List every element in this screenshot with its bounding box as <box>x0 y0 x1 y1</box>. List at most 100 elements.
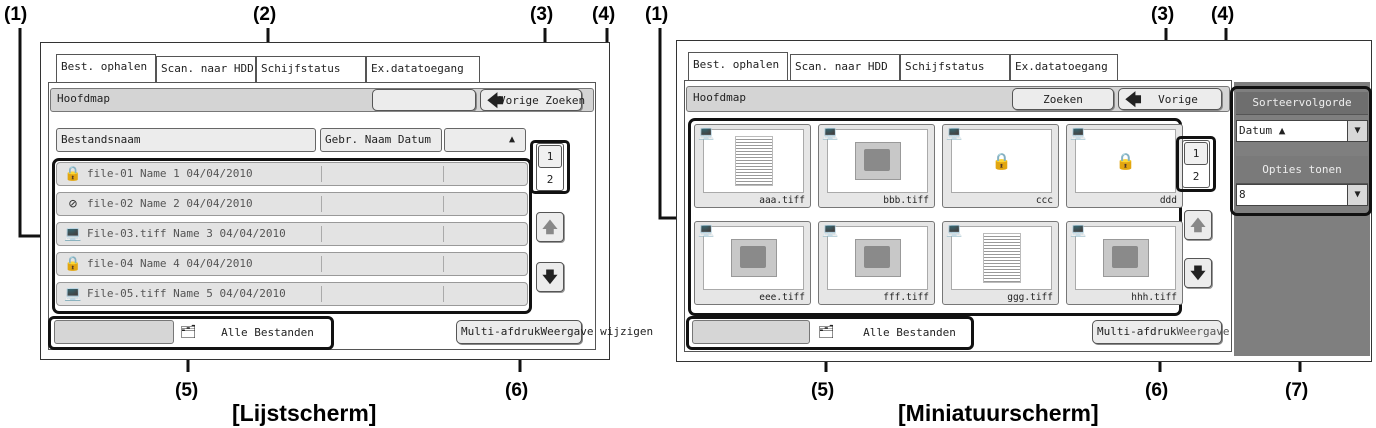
display-count-select[interactable]: 8 ▼ <box>1236 184 1368 206</box>
search-button-right[interactable]: Zoeken <box>1012 88 1114 110</box>
display-count-value: 8 <box>1239 188 1246 201</box>
column-separator <box>443 166 444 182</box>
pc-icon: 💻 <box>822 126 839 141</box>
column-separator <box>321 196 322 212</box>
callout-2-left: (2) <box>253 4 277 25</box>
back-arrow-icon: 🡄 <box>487 91 504 110</box>
callout-highlight-file-list <box>52 158 532 314</box>
thumbnail-item[interactable]: 💻 fff.tiff <box>818 221 935 305</box>
total-pages-right: 2 <box>1192 170 1200 183</box>
all-files-selector[interactable]: 🗂 Alle Bestanden <box>180 322 330 344</box>
thumbnail-filename: fff.tiff <box>883 292 929 303</box>
callout-1-right: (1) <box>645 4 669 25</box>
thumbnail-preview <box>703 226 804 290</box>
document-preview-icon <box>734 136 773 186</box>
callout-highlight-thumbnails <box>688 118 1182 316</box>
callout-4-left: (4) <box>592 4 616 25</box>
thumbnail-preview <box>827 129 928 193</box>
tab-ex-datatoegang-right[interactable]: Ex.datatoegang <box>1010 54 1118 80</box>
pc-icon: 💻 <box>1070 126 1087 141</box>
back-button[interactable]: 🡄 Vorige Zoeken <box>480 89 586 111</box>
column-header-filename[interactable]: Bestandsnaam <box>56 128 316 152</box>
search-button[interactable]: Zoeken <box>372 89 476 111</box>
thumbnail-preview <box>703 129 804 193</box>
column-separator <box>443 196 444 212</box>
page-indicator-right[interactable]: 1 2 <box>1182 140 1210 188</box>
lock-icon: 🔒 <box>64 166 82 182</box>
thumbnail-item[interactable]: 💻bbb.tiff <box>818 124 935 208</box>
tab-schijfstatus-right[interactable]: Schijfstatus <box>900 54 1010 80</box>
search-label-overlap: Zoeken <box>545 94 586 107</box>
column-header-user: Gebr. Naam <box>325 133 392 146</box>
thumbnail-preview <box>827 226 928 290</box>
file-user: Name 2 <box>139 197 180 210</box>
file-row[interactable]: 🔒file-01 Name 1 04/04/2010 <box>56 162 528 186</box>
tab-best-ophalen-right[interactable]: Best. ophalen <box>688 52 788 80</box>
multi-print-button-right[interactable]: Multi-afdrukWeergave wijzigen <box>1092 320 1289 344</box>
file-filter-input[interactable] <box>54 320 174 344</box>
file-date: 04/04/2010 <box>219 227 286 240</box>
all-files-label-right: Alle Bestanden <box>863 326 956 339</box>
file-row[interactable]: ⊘ file-02 Name 2 04/04/2010 <box>56 192 528 216</box>
back-button-right[interactable]: 🡄 Vorige <box>1118 88 1222 110</box>
lock-icon: 🔒 <box>1115 151 1136 171</box>
pc-icon: 💻 <box>64 226 82 242</box>
thumbnail-filename: eee.tiff <box>759 292 805 303</box>
thumbnail-item[interactable]: 💻 hhh.tiff <box>1066 221 1183 305</box>
callout-highlight-all-files <box>48 316 334 350</box>
pc-icon: 💻 <box>698 223 715 238</box>
sort-dropdown-arrow-icon: ▼ <box>1347 121 1367 141</box>
column-separator <box>443 286 444 302</box>
callout-highlight-pager-right <box>1176 136 1216 192</box>
thumbnail-item[interactable]: 💻aaa.tiff <box>694 124 811 208</box>
file-name: file-02 <box>87 197 134 210</box>
column-separator <box>443 256 444 272</box>
sort-direction-button[interactable]: ▲ <box>444 128 526 152</box>
column-header-user-date[interactable]: Gebr. Naam Datum <box>320 128 442 152</box>
sort-order-select[interactable]: Datum ▲ ▼ <box>1236 120 1368 142</box>
multi-print-label-right: Multi-afdruk <box>1097 325 1177 338</box>
file-user: Name 5 <box>173 287 213 300</box>
scroll-down-button[interactable]: 🡇 <box>536 262 564 292</box>
multi-print-button[interactable]: Multi-afdrukWeergave wijzigen <box>456 320 653 344</box>
document-preview-icon <box>982 233 1021 283</box>
thumbnail-filename: hhh.tiff <box>1131 292 1177 303</box>
pc-icon: 💻 <box>822 223 839 238</box>
caption-thumbnail-screen: [Miniatuurscherm] <box>898 400 1099 426</box>
file-date: 04/04/2010 <box>186 197 253 210</box>
folder-stack-icon: 🗂 <box>180 325 197 340</box>
all-files-label: Alle Bestanden <box>221 326 314 339</box>
scroll-down-button-right[interactable]: 🡇 <box>1184 258 1212 288</box>
sort-order-header: Sorteervolgorde <box>1236 92 1368 115</box>
back-button-label-right: Vorige <box>1158 93 1198 106</box>
page-indicator[interactable]: 1 2 <box>536 143 564 191</box>
scroll-up-button[interactable]: 🡅 <box>536 212 564 242</box>
thumbnail-item[interactable]: 🔒💻ccc <box>942 124 1059 208</box>
column-separator <box>321 256 322 272</box>
file-date: 04/04/2010 <box>186 257 253 270</box>
file-row[interactable]: 💻File-05.tiff Name 5 04/04/2010 <box>56 282 528 306</box>
thumbnail-filename: ddd <box>1159 195 1177 206</box>
tab-scan-naar-hdd[interactable]: Scan. naar HDD <box>156 56 256 82</box>
file-row[interactable]: 💻File-03.tiff Name 3 04/04/2010 <box>56 222 528 246</box>
tab-schijfstatus[interactable]: Schijfstatus <box>256 56 366 82</box>
thumbnail-item[interactable]: 💻ggg.tiff <box>942 221 1059 305</box>
file-row[interactable]: 🔒file-04 Name 4 04/04/2010 <box>56 252 528 276</box>
column-separator <box>321 286 322 302</box>
callout-1-left: (1) <box>4 4 28 25</box>
no-access-icon: ⊘ <box>68 196 78 212</box>
photo-preview-icon <box>730 239 777 277</box>
file-name: File-05.tiff <box>87 287 167 300</box>
scroll-up-button-right[interactable]: 🡅 <box>1184 210 1212 240</box>
total-pages: 2 <box>546 173 554 186</box>
tab-ex-datatoegang[interactable]: Ex.datatoegang <box>366 56 480 82</box>
thumbnail-item[interactable]: 🔒 💻 ddd <box>1066 124 1183 208</box>
tab-scan-naar-hdd-right[interactable]: Scan. naar HDD <box>790 54 900 80</box>
lock-icon: 🔒 <box>64 256 82 272</box>
file-filter-input-right[interactable] <box>692 320 810 344</box>
sort-order-value: Datum ▲ <box>1239 124 1286 137</box>
pc-icon: 💻 <box>1070 223 1087 238</box>
thumbnail-item[interactable]: 💻 eee.tiff <box>694 221 811 305</box>
all-files-selector-right[interactable]: 🗂 Alle Bestanden <box>818 322 968 344</box>
tab-best-ophalen[interactable]: Best. ophalen <box>56 54 156 82</box>
